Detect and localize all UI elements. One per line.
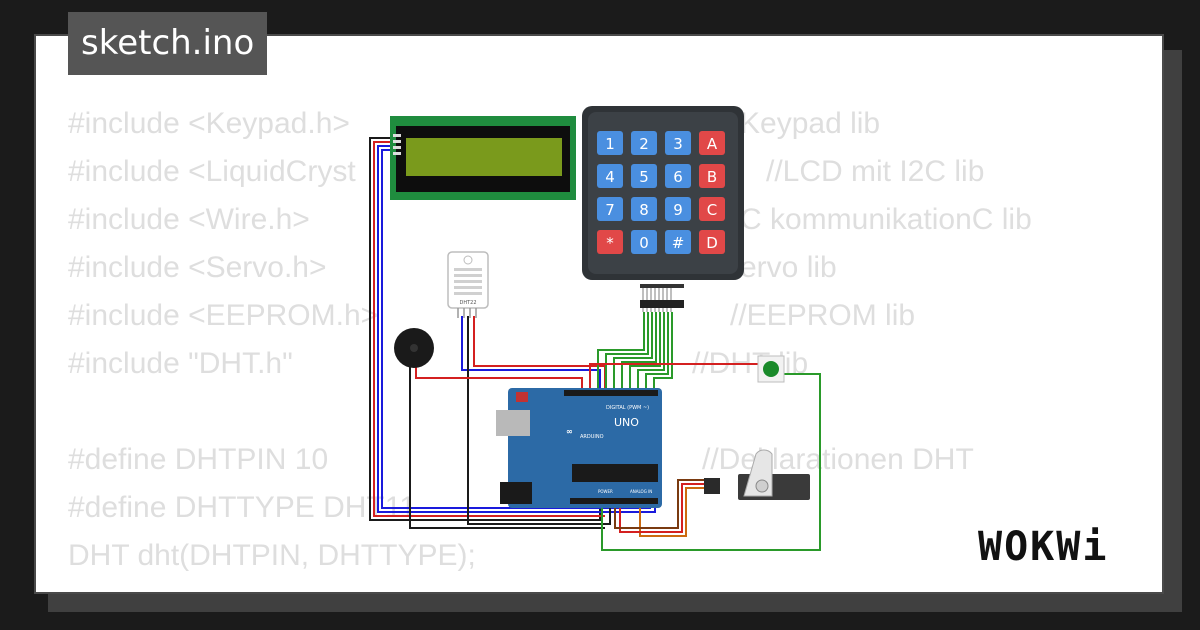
key-label-14: 0	[639, 234, 649, 252]
key-8[interactable]	[699, 164, 725, 188]
keypad[interactable]: 1 2 3 A 4 5 6 B 7 8 9 C * 0 # D	[582, 106, 744, 312]
key-7[interactable]	[665, 164, 691, 188]
brand-label: ARDUINO	[580, 434, 604, 440]
wire-button-b	[601, 373, 821, 551]
analog-header	[570, 498, 658, 504]
wire-keypad-6	[637, 312, 665, 392]
key-label-1: 1	[605, 135, 615, 153]
wire-servo-gnd	[614, 479, 704, 529]
key-10[interactable]	[631, 197, 657, 221]
key-2[interactable]	[631, 131, 657, 155]
servo-connector	[704, 478, 720, 494]
wire-keypad-7	[645, 312, 669, 392]
wire-lcd-gnd	[369, 137, 601, 521]
wire-keypad-5	[629, 312, 661, 392]
key-label-11: 9	[673, 201, 683, 219]
code-line-4: #include <Servo.h>ervo lib	[68, 251, 837, 284]
key-label-6: 5	[639, 168, 649, 186]
code-background: #include <Keypad.h>Keypad lib #include <…	[68, 100, 1148, 580]
dht22-sensor[interactable]: DHT22	[447, 251, 489, 318]
lcd-pins	[393, 134, 401, 155]
wire-button-a	[589, 363, 761, 392]
power-jack	[500, 482, 532, 504]
wire-dht-data	[461, 316, 601, 392]
wire-servo-vcc	[619, 483, 704, 533]
buzzer-hole	[410, 344, 418, 352]
keypad-connector	[640, 284, 684, 312]
wire-buzzer-neg	[409, 360, 605, 529]
wire-keypad-8	[653, 312, 673, 392]
code-line-2: #include <LiquidCryst//LCD mit I2C lib	[68, 155, 985, 188]
key-11[interactable]	[665, 197, 691, 221]
wire-keypad-1	[597, 312, 645, 392]
key-1[interactable]	[597, 131, 623, 155]
reset-button	[516, 392, 528, 402]
key-label-12: C	[707, 201, 717, 219]
wires	[369, 137, 821, 551]
wokwi-logo: WOKWi	[978, 524, 1109, 570]
key-label-5: 4	[605, 168, 615, 186]
key-14[interactable]	[631, 230, 657, 254]
key-label-2: 2	[639, 135, 649, 153]
key-label-15: #	[672, 234, 685, 252]
key-3[interactable]	[665, 131, 691, 155]
arduino-uno[interactable]: DIGITAL (PWM ~) ∞ UNO ARDUINO POWER ANAL…	[496, 388, 662, 508]
digital-header	[564, 390, 658, 396]
buzzer[interactable]	[394, 328, 434, 368]
wire-buzzer-pos	[415, 366, 583, 392]
key-label-13: *	[606, 234, 614, 252]
wire-dht-vcc	[473, 316, 606, 392]
code-line-1: #include <Keypad.h>Keypad lib	[68, 107, 881, 140]
key-12[interactable]	[699, 197, 725, 221]
file-name-tab[interactable]: sketch.ino	[68, 12, 268, 75]
key-label-4: A	[707, 135, 718, 153]
keypad-keys: 1 2 3 A 4 5 6 B 7 8 9 C * 0 # D	[597, 131, 725, 254]
wire-keypad-4	[621, 312, 657, 392]
push-button[interactable]	[757, 355, 785, 383]
code-line-8: #define DHTPIN 10//Deklarationen DHT	[68, 443, 974, 476]
lcd-screen	[406, 138, 562, 176]
key-9[interactable]	[597, 197, 623, 221]
dht-pins	[457, 308, 477, 318]
key-label-16: D	[706, 234, 718, 252]
dht-label: DHT22	[459, 300, 476, 306]
wire-keypad-3	[613, 312, 653, 392]
button-cap	[763, 361, 779, 377]
analog-label: ANALOG IN	[630, 489, 652, 494]
key-15[interactable]	[665, 230, 691, 254]
key-label-9: 7	[605, 201, 615, 219]
usb-port	[496, 410, 530, 436]
code-line-3: #include <Wire.h>C kommunikationC lib	[68, 203, 1032, 236]
key-label-8: B	[707, 168, 717, 186]
key-label-10: 8	[639, 201, 649, 219]
microcontroller	[572, 464, 658, 482]
key-16[interactable]	[699, 230, 725, 254]
wire-keypad-2	[605, 312, 649, 392]
key-4[interactable]	[699, 131, 725, 155]
servo-motor[interactable]	[704, 449, 810, 500]
wire-lcd-vcc	[373, 141, 605, 517]
wire-servo-signal	[639, 487, 704, 537]
key-label-7: 6	[673, 168, 683, 186]
code-line-10: DHT dht(DHTPIN, DHTTYPE);	[68, 539, 476, 572]
lcd-display[interactable]	[390, 116, 576, 200]
key-5[interactable]	[597, 164, 623, 188]
dht-hole	[463, 255, 473, 265]
key-6[interactable]	[631, 164, 657, 188]
key-13[interactable]	[597, 230, 623, 254]
wire-dht-gnd	[467, 316, 611, 525]
dht-grille	[454, 268, 482, 295]
digital-label: DIGITAL (PWM ~)	[606, 405, 649, 411]
model-label: UNO	[614, 416, 639, 429]
power-label: POWER	[598, 489, 613, 494]
arduino-logo-icon: ∞	[566, 427, 573, 436]
code-line-5: #include <EEPROM.h>//EEPROM lib	[68, 299, 916, 332]
servo-shaft	[755, 479, 769, 493]
key-label-3: 3	[673, 135, 683, 153]
